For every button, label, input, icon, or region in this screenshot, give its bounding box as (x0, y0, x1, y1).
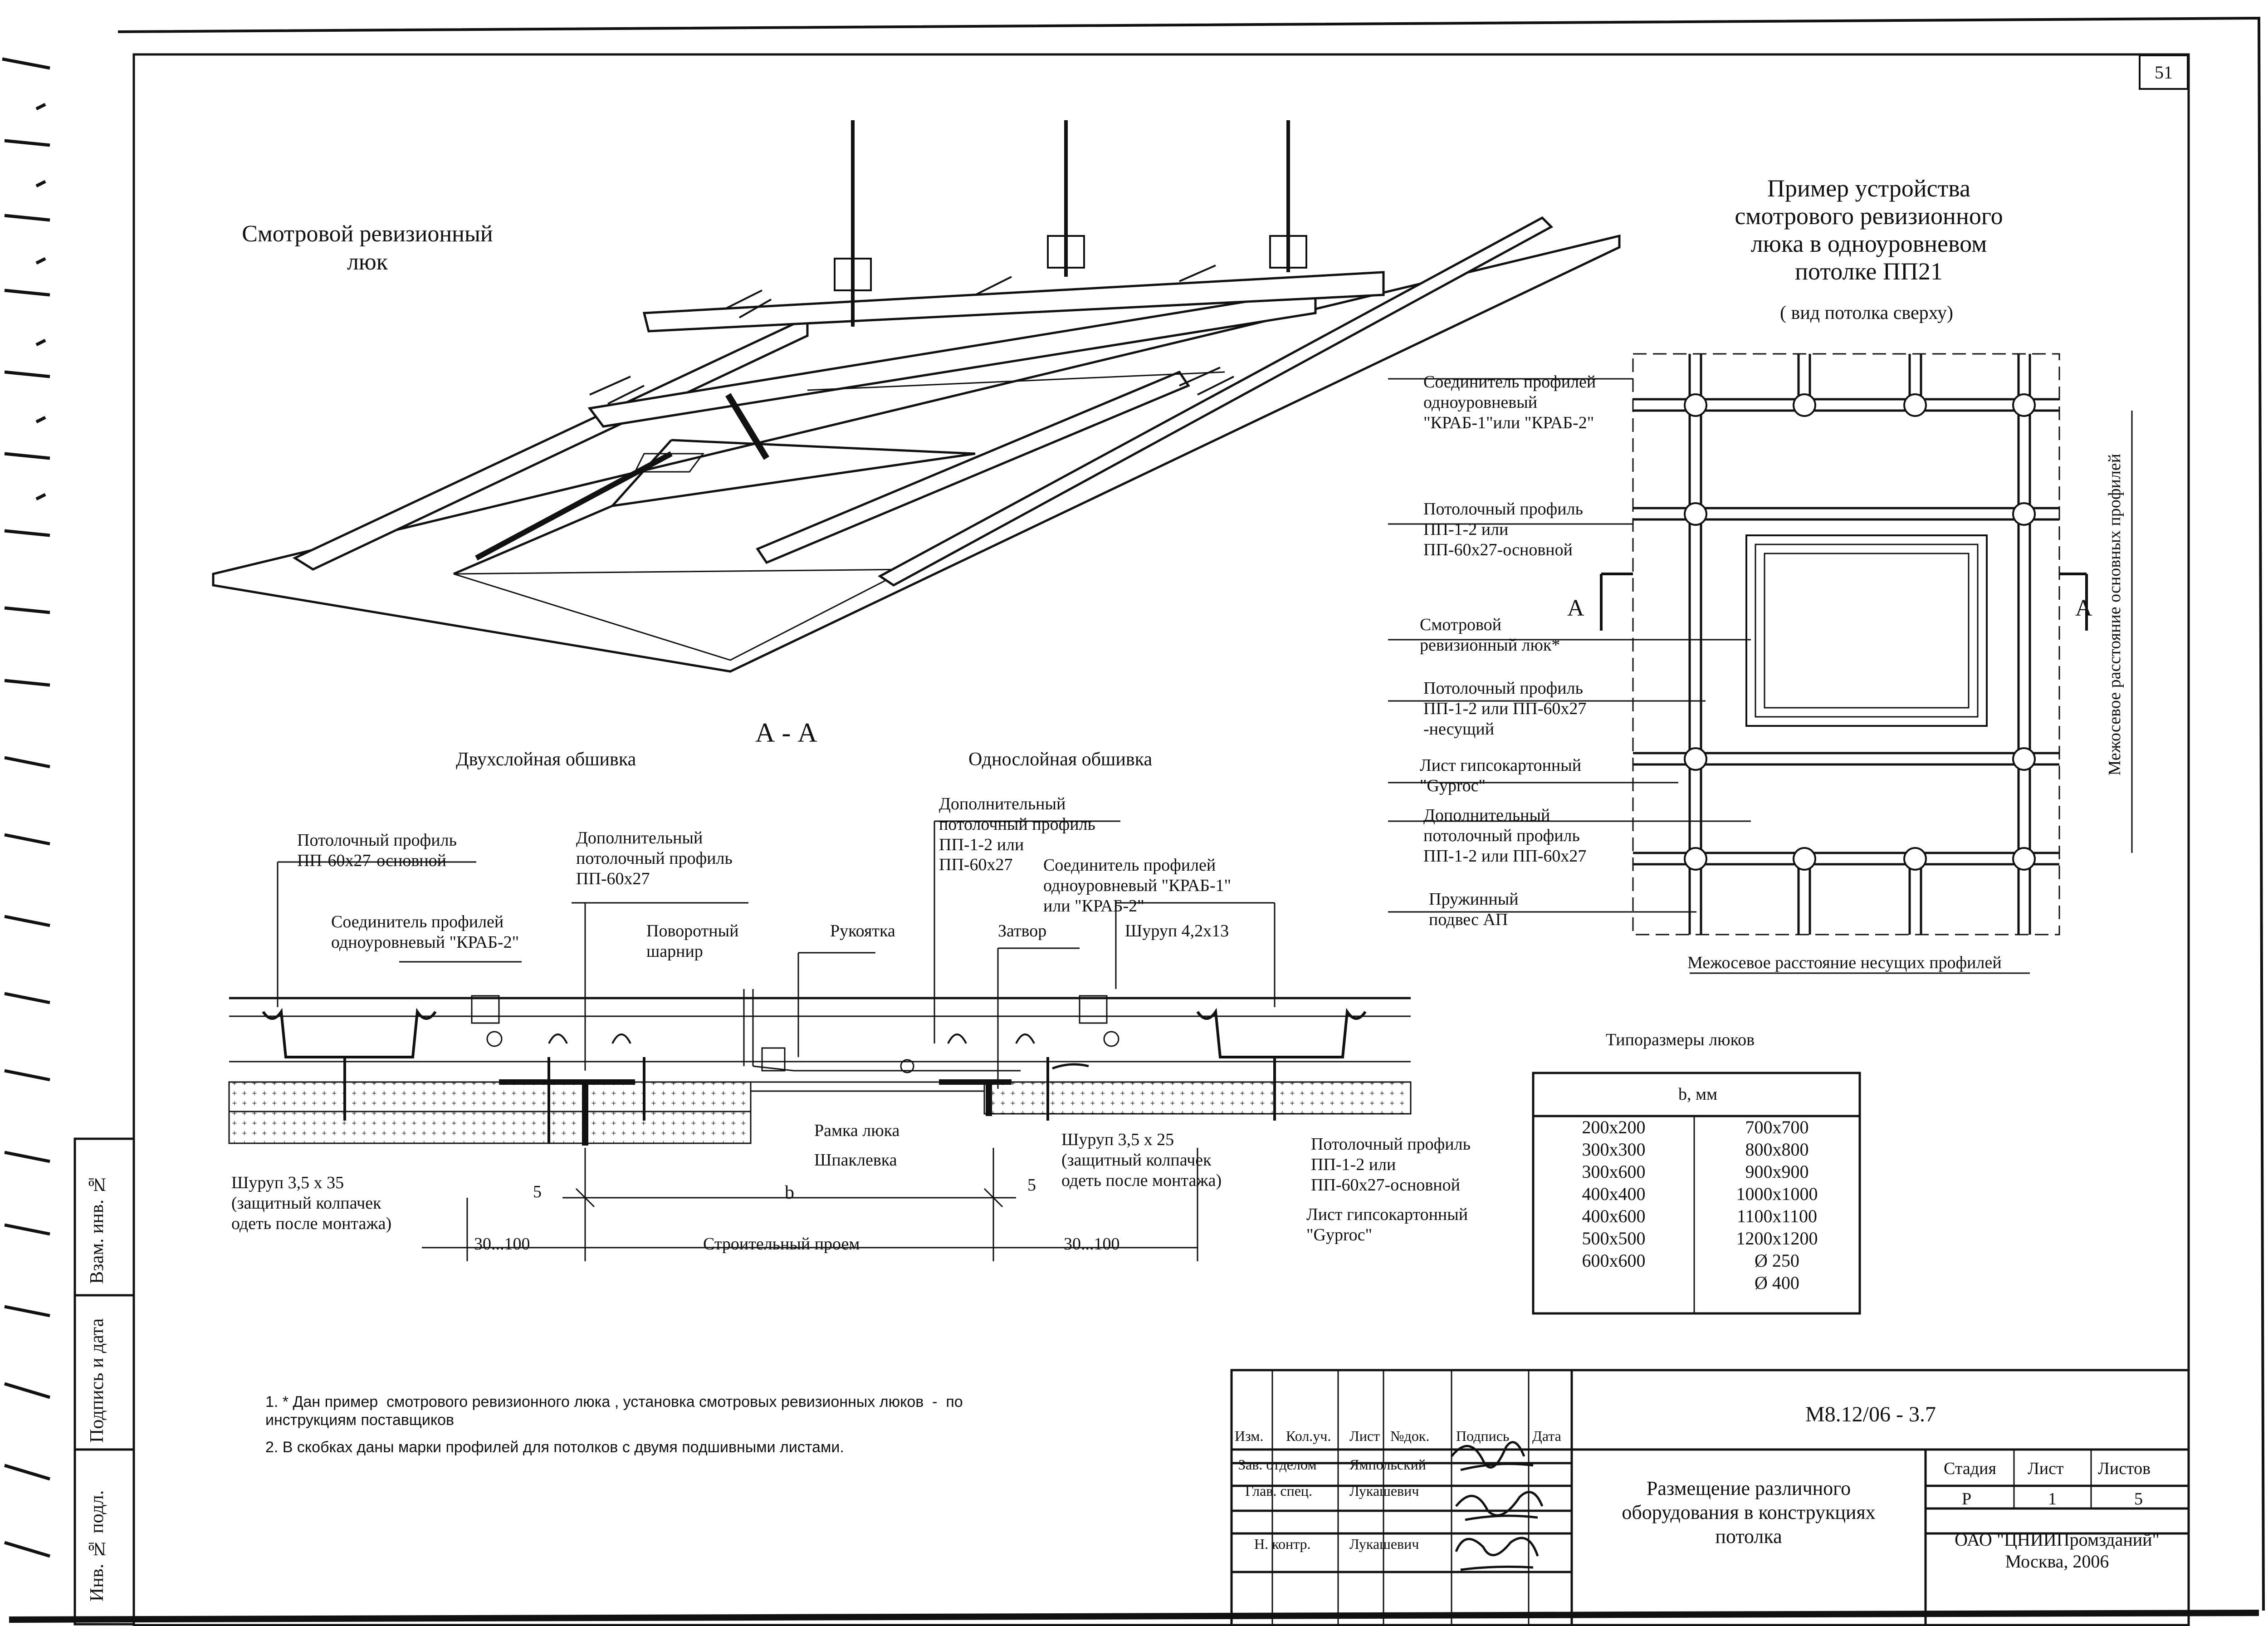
sizes-col-1: 200х200 300х300 300х600 400х400 400х600 … (1533, 1116, 1694, 1272)
tb-col-izm: Изм. (1235, 1428, 1264, 1444)
size-item: Ø 250 (1755, 1250, 1799, 1271)
section-right-caption: Однослойная обшивка (968, 749, 1153, 770)
plan-label-gypsum: Лист гипсокартонный "Gyproc" (1420, 756, 1582, 795)
plan-section-mark-right: А (2075, 595, 2092, 621)
section-label-connector-left: Соединитель профилей одноуровневый "КРАБ… (331, 912, 519, 952)
section-label-main-profile: Потолочный профиль ПП-60х27-основной (297, 831, 457, 870)
size-item: 900х900 (1745, 1161, 1809, 1182)
size-item: 800х800 (1745, 1139, 1809, 1160)
section-label-ceiling-profile-right: Потолочный профиль ПП-1-2 или ПП-60х27-о… (1311, 1135, 1471, 1195)
size-item: 500х500 (1582, 1228, 1646, 1249)
section-label-hinge: Поворотный шарнир (646, 921, 739, 961)
section-label-extra-right: Дополнительный потолочный профиль ПП-1-2… (939, 794, 1095, 875)
note-2: 2. В скобках даны марки профилей для пот… (265, 1439, 844, 1456)
binding-marks (2, 57, 51, 1558)
size-item: 700х700 (1745, 1117, 1809, 1137)
tb-row3-name: Лукашевич (1349, 1536, 1419, 1552)
section-label-screw-35x35: Шуруп 3,5 х 35 (защитный колпачек одеть … (231, 1173, 392, 1233)
plan-subtitle: ( вид потолка сверху) (1780, 303, 1953, 323)
size-item: 300х300 (1582, 1139, 1646, 1160)
note-1: 1. * Дан пример смотрового ревизионного … (265, 1393, 963, 1429)
size-item: 600х600 (1582, 1250, 1646, 1271)
sheet-number: 51 (2139, 54, 2189, 90)
section-dim-opening: Строительный проем (703, 1234, 860, 1254)
size-item: 300х600 (1582, 1161, 1646, 1182)
inv-no-label: Взам. инв. № (87, 1174, 108, 1284)
section-dim-30-right: 30...100 (1064, 1234, 1120, 1254)
tb-col-koluch: Кол.уч. (1286, 1428, 1331, 1444)
tb-row3-role: Н. контр. (1254, 1536, 1311, 1552)
plan-label-bearing-profile: Потолочный профиль ПП-1-2 или ПП-60х27 -… (1423, 679, 1587, 739)
tb-sheets-value: 5 (2134, 1489, 2143, 1508)
section-dim-30-left: 30...100 (474, 1234, 530, 1254)
plan-section-mark-left: А (1567, 595, 1584, 621)
sizes-table-header: b, мм (1678, 1085, 1718, 1104)
tb-sheet-label: Лист (2028, 1459, 2064, 1478)
section-dim-b: b (785, 1182, 794, 1203)
section-lines (228, 820, 1412, 1261)
section-label-latch: Затвор (998, 921, 1047, 940)
tb-row2-name: Лукашевич (1349, 1483, 1419, 1499)
plan-dim-vertical: Межосевое расстояние основных профилей (2105, 454, 2124, 776)
section-label-frame: Рамка люка (814, 1121, 900, 1140)
size-item: 400х600 (1582, 1206, 1646, 1226)
iso-ceiling (212, 120, 1621, 673)
sign-date-label: Подпись и дата (87, 1318, 108, 1443)
section-title: А - А (755, 718, 817, 748)
tb-col-podpis: Подпись (1456, 1428, 1510, 1444)
tb-col-list: Лист (1349, 1428, 1380, 1444)
plan-title: Пример устройства смотрового ревизионног… (1735, 175, 2003, 285)
section-label-putty: Шпаклевка (814, 1151, 897, 1170)
section-dim-5-right: 5 (1027, 1175, 1036, 1195)
tb-row2-role: Глав. спец. (1245, 1483, 1313, 1499)
tb-stage-value: Р (1962, 1489, 1972, 1508)
plan-dim-horizontal: Межосевое расстояние несущих профилей (1687, 953, 2002, 972)
size-item: 1200х1200 (1736, 1228, 1818, 1249)
section-label-screw-42: Шуруп 4,2х13 (1125, 921, 1229, 940)
doc-code: М8.12/06 - 3.7 (1805, 1402, 1936, 1426)
plan-connectors (1684, 393, 2036, 871)
plan-view-lines (1388, 353, 2133, 974)
size-item: Ø 400 (1755, 1273, 1799, 1293)
size-item: 1100х1100 (1736, 1206, 1818, 1226)
tb-row1-name: Ямпольский (1349, 1456, 1426, 1473)
tb-row1-role: Зав. отделом (1238, 1456, 1317, 1473)
inv-no-orig-label: Инв. № подл. (87, 1490, 108, 1602)
size-item: 200х200 (1582, 1117, 1646, 1137)
section-label-connector-right: Соединитель профилей одноуровневый "КРАБ… (1043, 856, 1232, 916)
sizes-table-title: Типоразмеры люков (1606, 1030, 1755, 1049)
plan-label-hatch: Смотровой ревизионный люк* (1420, 615, 1560, 655)
signature-marks (1451, 1441, 1544, 1571)
section-dim-5-left: 5 (533, 1182, 542, 1201)
section-label-screw-35x25: Шуруп 3,5 х 25 (защитный колпачек одеть … (1061, 1130, 1222, 1190)
tb-org: ОАО "ЦНИИПромзданий" Москва, 2006 (1955, 1529, 2160, 1572)
section-left-caption: Двухслойная обшивка (456, 749, 636, 770)
sizes-table-grid (1532, 1072, 1861, 1315)
iso-title: Смотровой ревизионный люк (242, 221, 493, 275)
sizes-col-2: 700х700 800х800 900х900 1000х1000 1100х1… (1694, 1116, 1860, 1294)
tb-sheets-label: Листов (2098, 1459, 2151, 1478)
title-block-grid (1230, 1369, 2190, 1626)
size-item: 1000х1000 (1736, 1184, 1818, 1204)
plan-label-hanger: Пружинный подвес АП (1429, 890, 1519, 929)
tb-stage-label: Стадия (1944, 1459, 1996, 1478)
plan-label-extra-profile: Дополнительный потолочный профиль ПП-1-2… (1423, 806, 1587, 866)
tb-sheet-value: 1 (2048, 1489, 2057, 1508)
tb-col-data: Дата (1532, 1428, 1561, 1444)
size-item: 400х400 (1582, 1184, 1646, 1204)
drawing-title: Размещение различного оборудования в кон… (1622, 1477, 1876, 1548)
tb-col-ndok: №док. (1390, 1428, 1430, 1444)
section-label-handle: Рукоятка (830, 921, 895, 940)
plan-label-connector: Соединитель профилей одноуровневый "КРАБ… (1423, 372, 1596, 432)
section-label-extra-left: Дополнительный потолочный профиль ПП-60х… (576, 828, 733, 888)
plan-label-main-profile: Потолочный профиль ПП-1-2 или ПП-60х27-о… (1423, 500, 1583, 559)
section-label-gypsum-right: Лист гипсокартонный "Gyproc" (1306, 1205, 1468, 1244)
